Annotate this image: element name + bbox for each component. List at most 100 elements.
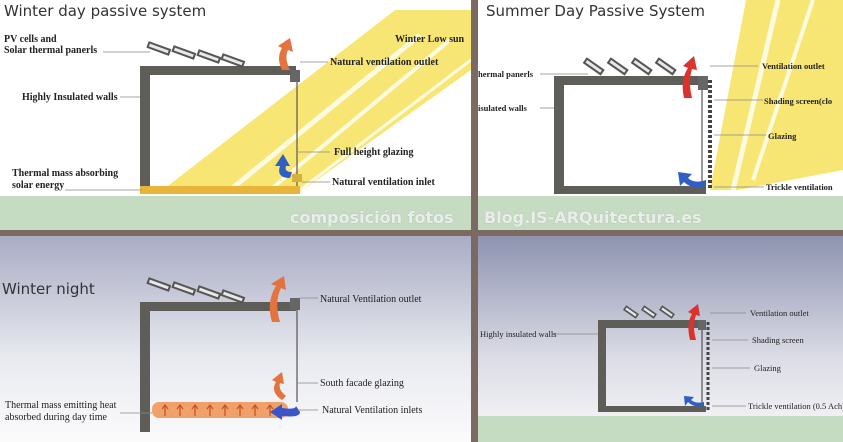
winter-night-drawing xyxy=(120,276,318,432)
vent-outlet-box xyxy=(698,76,708,90)
red-outlet-arrow xyxy=(688,304,700,340)
label-vent-inlets: Natural Ventilation inlets xyxy=(322,405,423,416)
cool-inlet-arrow xyxy=(678,172,706,188)
label-insulated-walls: Highly Insulated walls xyxy=(22,92,118,103)
panel-summer-night: Highly insulated walls Ventilation outle… xyxy=(478,236,843,442)
label-vent-outlet: Natural Ventilation outlet xyxy=(320,294,422,305)
label-trickle-vent: Trickle ventilation (0.5 Ach) xyxy=(748,401,843,411)
pv-panel xyxy=(146,41,172,56)
label-shading-screen: Shading screen(clo xyxy=(764,96,833,106)
vent-outlet-box xyxy=(698,320,706,330)
sun-ray-line xyxy=(730,0,781,191)
label-vent-outlet: Ventilation outlet xyxy=(762,61,825,71)
label-thermal-mass: Thermal mass absorbing xyxy=(12,168,119,179)
pv-panels xyxy=(146,41,246,68)
panel-title: Winter day passive system xyxy=(4,2,207,20)
heat-arrow xyxy=(191,404,199,416)
pv-panel xyxy=(171,45,197,60)
label-glazing: Glazing xyxy=(754,363,781,373)
insulated-wall xyxy=(140,302,150,432)
label-thermal-mass: Thermal mass emitting heat xyxy=(5,400,117,411)
panel-winter-night: Winter night Natural Ventilation outlet … xyxy=(0,236,471,442)
label-solar-thermal: Solar thermal panerls xyxy=(4,45,98,56)
label-south-glazing: South facade glazing xyxy=(320,378,404,389)
pv-panel xyxy=(582,57,605,76)
winter-day-drawing xyxy=(0,10,471,230)
heat-arrow xyxy=(161,404,169,416)
label-winter-sun: Winter Low sun xyxy=(395,34,465,45)
pv-panels xyxy=(146,277,246,304)
label-glazing: Glazing xyxy=(768,131,797,141)
insulated-wall xyxy=(554,76,564,194)
watermark-text: composición fotos xyxy=(290,208,454,227)
thermal-mass-floor xyxy=(152,402,288,418)
vent-outlet-box xyxy=(290,298,300,310)
summer-night-drawing xyxy=(478,304,843,442)
pv-panel xyxy=(171,281,197,296)
roof-slab xyxy=(554,76,702,85)
watermark-text: Blog.IS-ARQuitectura.es xyxy=(484,208,702,227)
vent-outlet-box xyxy=(290,70,300,82)
cool-inlet-arrow xyxy=(270,404,300,420)
label-solar-energy: solar energy xyxy=(12,180,65,191)
warm-return-arrow xyxy=(272,372,286,400)
label-thermal-panels: hermal panerls xyxy=(478,69,534,79)
label-vent-outlet: Ventilation outlet xyxy=(750,308,809,318)
pv-panel xyxy=(146,277,172,292)
sun-ray-line xyxy=(299,58,471,192)
label-trickle-vent: Trickle ventilation xyxy=(766,182,833,192)
heat-arrow xyxy=(251,404,259,416)
roof-slab xyxy=(598,320,702,328)
label-vent-inlet: Natural ventilation inlet xyxy=(332,177,435,188)
label-shading-screen: Shading screen xyxy=(752,335,804,345)
heat-arrow xyxy=(236,404,244,416)
label-insulated-walls: Highly insulated walls xyxy=(480,329,557,339)
cool-inlet-arrow xyxy=(684,396,704,407)
summer-day-drawing xyxy=(478,0,843,230)
pv-panel xyxy=(654,57,677,76)
panel-title: Winter night xyxy=(2,280,95,298)
panel-summer-day: Summer Day Passive System hermal panerls… xyxy=(478,0,843,230)
heat-arrow xyxy=(176,404,184,416)
roof-slab xyxy=(140,66,296,75)
pv-panel xyxy=(641,305,657,319)
sun-rays xyxy=(710,0,843,190)
heat-arrow xyxy=(266,404,274,416)
label-insulated-walls: isulated walls xyxy=(478,103,527,113)
cool-inlet-arrow xyxy=(275,154,292,178)
pv-panel xyxy=(196,49,222,64)
floor-slab xyxy=(598,406,706,412)
thermal-mass-floor xyxy=(140,186,300,194)
floor-slab xyxy=(554,186,706,194)
panel-winter-day: Winter day passive system PV cells and S… xyxy=(0,0,471,230)
pv-panel xyxy=(630,57,653,76)
pv-panel xyxy=(606,57,629,76)
panel-title: Summer Day Passive System xyxy=(486,2,705,20)
heat-arrow xyxy=(206,404,214,416)
ground xyxy=(478,416,843,442)
vent-inlet-box xyxy=(292,174,302,182)
label-pv-cells: PV cells and xyxy=(4,34,57,45)
sun-ray-line xyxy=(268,38,452,192)
pv-panel xyxy=(220,289,246,304)
label-vent-outlet: Natural ventilation outlet xyxy=(330,57,439,68)
label-absorbed-heat: absorbed during day time xyxy=(5,412,107,423)
ground xyxy=(478,196,843,230)
pv-panels xyxy=(623,305,675,319)
insulated-wall xyxy=(598,320,606,412)
pv-panel xyxy=(220,53,246,68)
pv-panels xyxy=(582,57,677,76)
sun-ray-line xyxy=(751,0,815,181)
pv-panel xyxy=(659,305,675,319)
warm-outlet-arrow xyxy=(278,38,293,70)
heat-arrows xyxy=(161,404,274,416)
insulated-wall xyxy=(140,66,150,194)
warm-outlet-arrow xyxy=(269,276,286,322)
pv-panel xyxy=(623,305,639,319)
ground xyxy=(0,196,471,230)
label-full-glazing: Full height glazing xyxy=(334,147,414,158)
red-outlet-arrow xyxy=(682,56,697,98)
heat-arrow xyxy=(221,404,229,416)
roof-slab xyxy=(140,302,296,311)
